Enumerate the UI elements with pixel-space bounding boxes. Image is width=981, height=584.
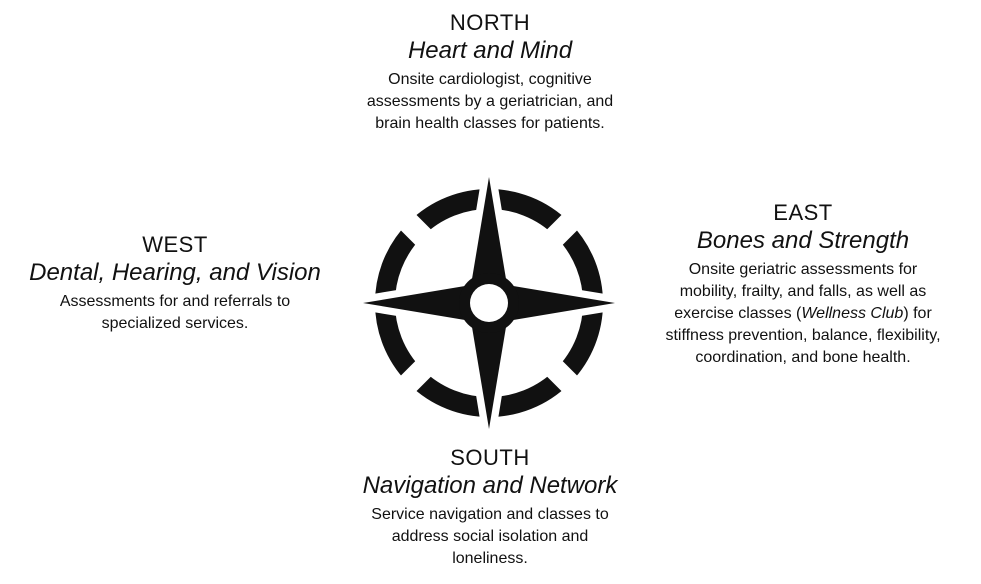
west-description-line: Assessments for and referrals to (59, 293, 291, 310)
east-description: Onsite geriatric assessments for mobilit… (625, 259, 981, 369)
east-line3-suffix: ) for (903, 305, 932, 322)
east-description-line: exercise classes (Wellness Club) for (625, 303, 981, 325)
south-description-line: Service navigation and classes to (371, 506, 609, 523)
north-description-line: brain health classes for patients. (375, 115, 605, 132)
compass-center-dot (470, 284, 508, 322)
west-description: Assessments for and referrals to special… (0, 291, 350, 335)
east-description-line: Onsite geriatric assessments for (688, 261, 918, 278)
east-section: EAST Bones and Strength Onsite geriatric… (625, 200, 981, 369)
south-description: Service navigation and classes to addres… (330, 504, 650, 570)
north-section: NORTH Heart and Mind Onsite cardiologist… (295, 10, 685, 135)
south-direction-label: SOUTH (450, 445, 530, 470)
north-description-line: Onsite cardiologist, cognitive (388, 71, 592, 88)
east-theme-title: Bones and Strength (696, 227, 910, 254)
south-theme-title: Navigation and Network (362, 472, 618, 499)
east-line3-prefix: exercise classes ( (674, 305, 802, 322)
west-description-line: specialized services. (101, 315, 249, 332)
east-description-line: coordination, and bone health. (695, 349, 911, 366)
north-description: Onsite cardiologist, cognitive assessmen… (295, 69, 685, 135)
wellness-club-italic: Wellness Club (801, 305, 904, 322)
south-description-line: loneliness. (452, 550, 528, 567)
compass-rose-icon (359, 173, 619, 433)
east-description-line: stiffness prevention, balance, flexibili… (665, 327, 941, 344)
south-section: SOUTH Navigation and Network Service nav… (330, 445, 650, 570)
east-description-line: mobility, frailty, and falls, as well as (679, 283, 927, 300)
west-theme-title: Dental, Hearing, and Vision (29, 259, 321, 286)
north-description-line: assessments by a geriatrician, and (366, 93, 614, 110)
north-direction-label: NORTH (449, 10, 531, 35)
north-theme-title: Heart and Mind (407, 37, 573, 64)
west-direction-label: WEST (142, 232, 208, 257)
west-section: WEST Dental, Hearing, and Vision Assessm… (0, 232, 350, 335)
compass-cardinal-points (363, 177, 615, 429)
south-description-line: address social isolation and (391, 528, 589, 545)
east-direction-label: EAST (773, 200, 833, 225)
